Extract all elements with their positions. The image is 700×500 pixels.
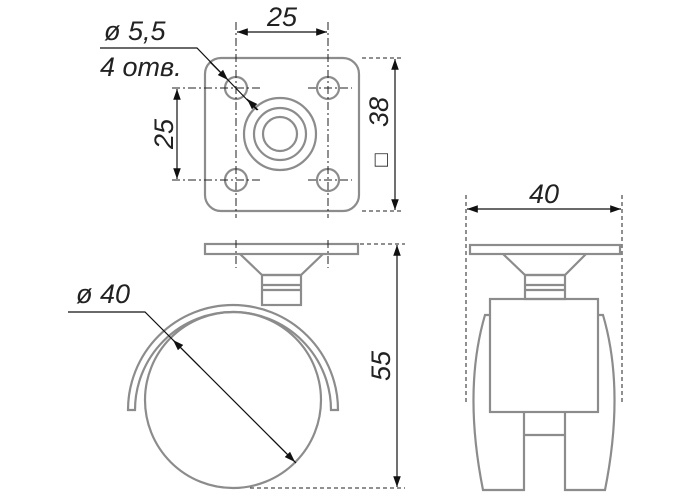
front-view: 40 (465, 179, 623, 492)
middle-ring (252, 106, 308, 162)
hole-diameter-label: ø 5,5 (104, 16, 167, 46)
hole-count-label: 4 отв. (100, 52, 182, 82)
height-label: 55 (366, 350, 396, 381)
side-view: ø 40 55 (68, 240, 405, 490)
wheel (143, 310, 323, 490)
inner-ring (261, 115, 299, 153)
side-plate (203, 242, 360, 256)
fork-body (488, 297, 600, 414)
fork (126, 303, 340, 412)
wheel-diameter-label: ø 40 (76, 279, 130, 309)
outer-ring (242, 96, 318, 172)
plate-size-label: 38 (364, 97, 394, 127)
top-view: 25 25 38 □ ø 5,5 4 отв. (100, 2, 403, 218)
square-symbol: □ (368, 153, 393, 166)
hole-spacing-y-label: 25 (149, 118, 179, 150)
hole-spacing-x-label: 25 (266, 2, 298, 32)
width-label: 40 (529, 179, 559, 209)
mounting-plate (203, 56, 361, 213)
